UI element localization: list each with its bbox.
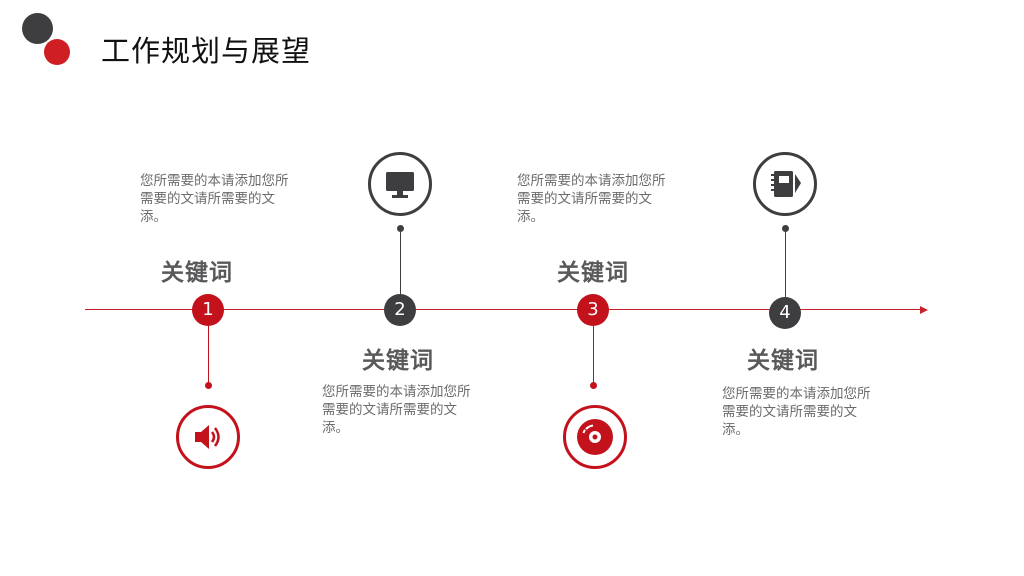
step-3-keyword: 关键词 [557,260,629,286]
timeline-arrow [920,306,928,314]
timeline-line [85,309,923,310]
notebook-icon [771,171,801,197]
step-4-keyword: 关键词 [747,348,819,374]
disc-icon [577,419,613,455]
step-3-description: 您所需要的本请添加您所需要的文请所需要的文添。 [517,173,666,225]
step-2-keyword: 关键词 [362,348,434,374]
step-1-keyword: 关键词 [161,260,233,286]
logo-dot-red [44,39,70,65]
step-2-icon-ring [368,152,432,216]
step-1-pin [205,382,212,389]
step-1-number: 1 [192,294,224,326]
step-3-pin [590,382,597,389]
step-4-description: 您所需要的本请添加您所需要的文请所需要的文添。 [722,386,871,438]
step-3-icon-ring [563,405,627,469]
step-1-connector [208,326,209,383]
step-3-number: 3 [577,294,609,326]
step-1-description: 您所需要的本请添加您所需要的文请所需要的文添。 [140,173,289,225]
step-4-connector [785,229,786,299]
step-4-icon-ring [753,152,817,216]
speaker-icon [195,425,220,449]
step-1-icon-ring [176,405,240,469]
step-2-number: 2 [384,294,416,326]
step-2-connector [400,229,401,295]
monitor-icon [386,172,414,198]
step-4-number: 4 [769,297,801,329]
step-4-pin [782,225,789,232]
step-2-description: 您所需要的本请添加您所需要的文请所需要的文添。 [322,384,471,436]
step-2-pin [397,225,404,232]
page-title: 工作规划与展望 [101,34,312,68]
step-3-connector [593,326,594,383]
logo-dot-dark [22,13,53,44]
